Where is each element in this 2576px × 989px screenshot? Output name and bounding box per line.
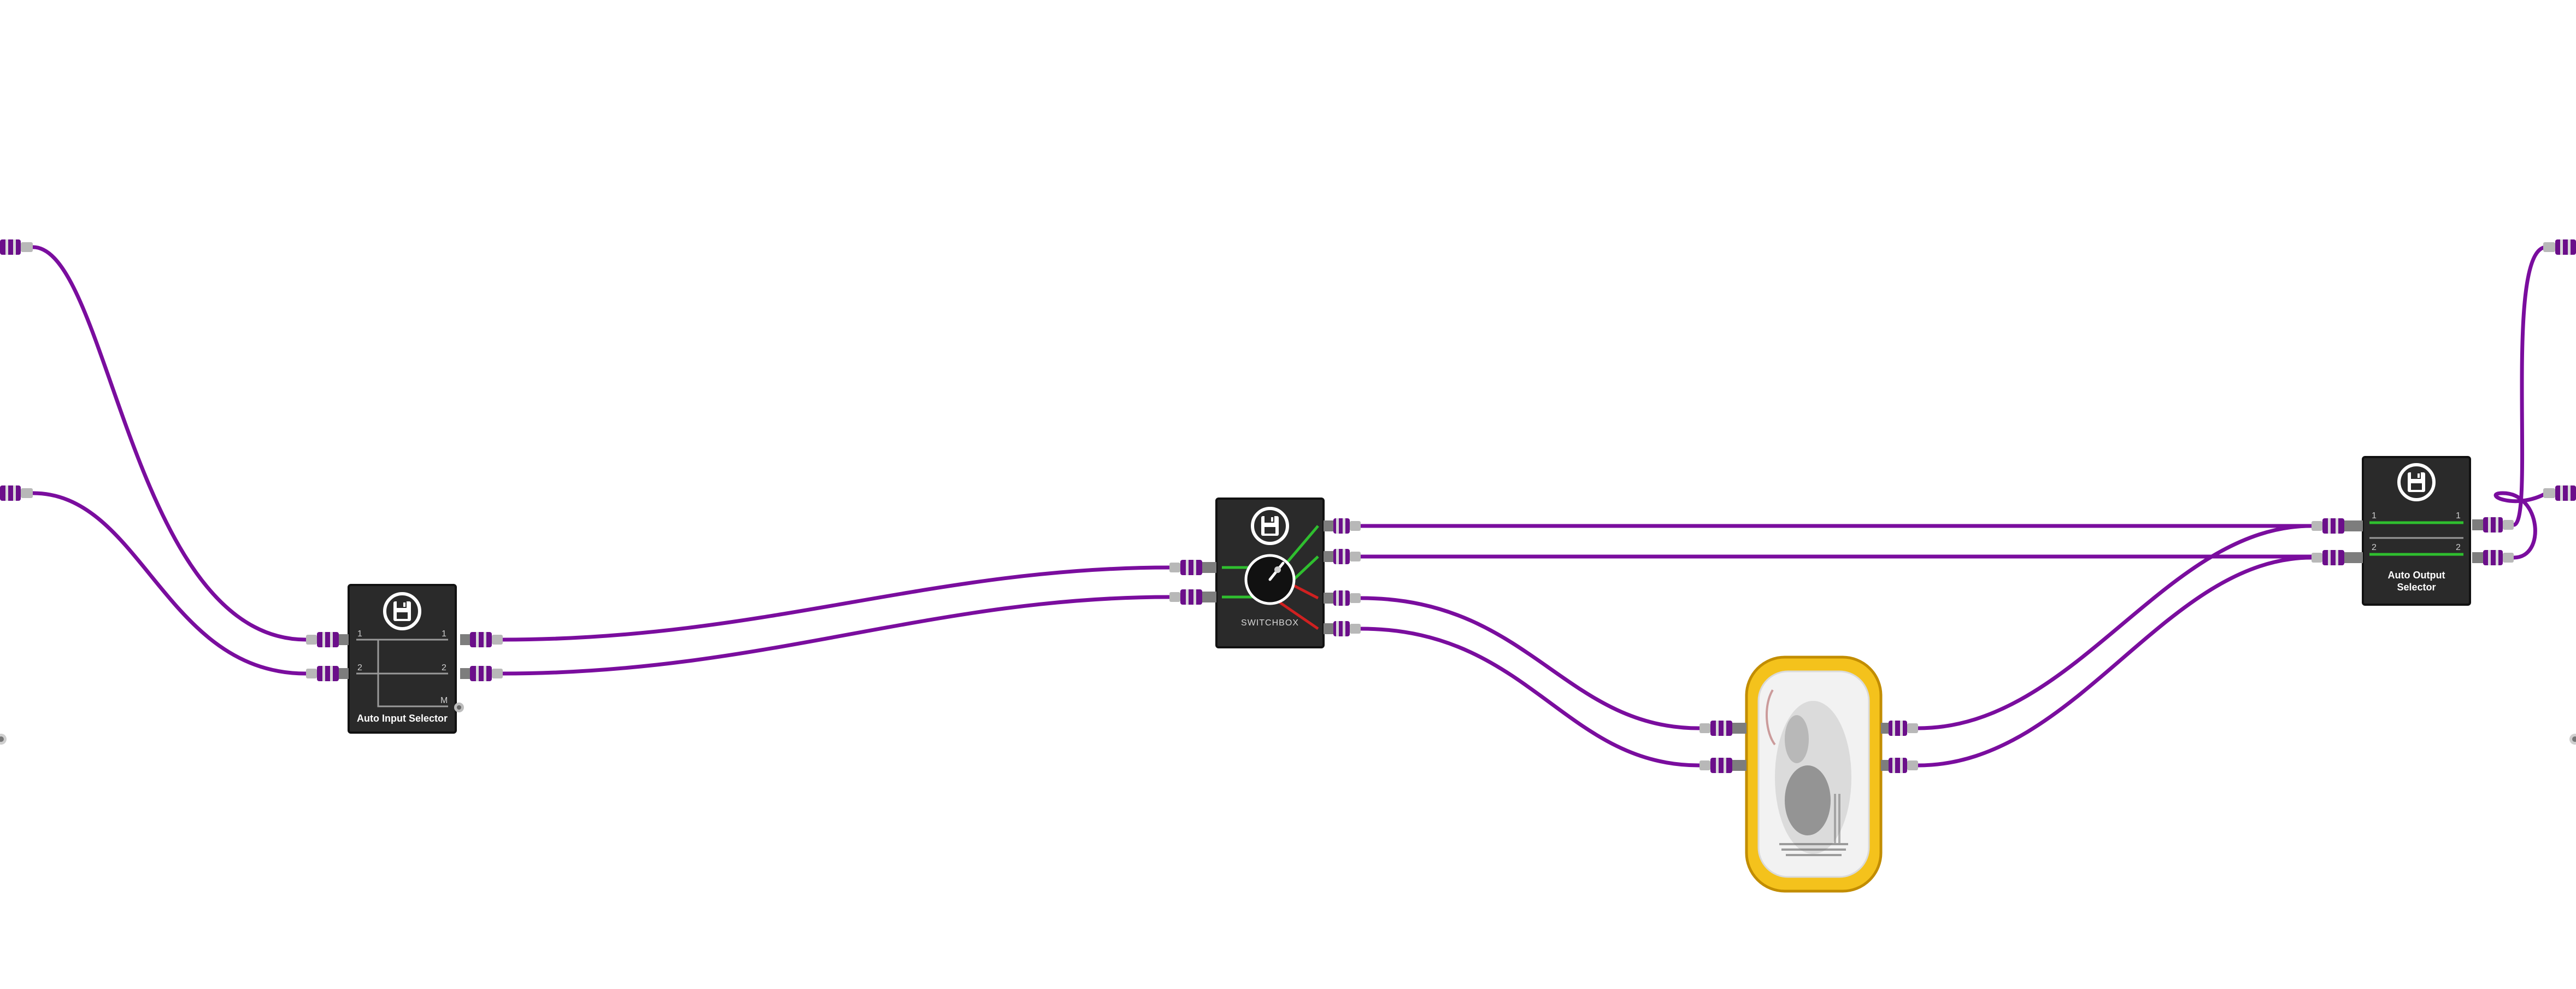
cable-left-in-1[interactable] [31, 245, 308, 642]
port-label-right-2: 2 [442, 663, 446, 672]
pedal-seal-stamp [1766, 689, 1776, 746]
input-route-line-vertical [377, 640, 448, 707]
pedal-plug-in-2[interactable] [1699, 758, 1746, 773]
cable-switch-to-pedal-2[interactable] [1358, 627, 1702, 768]
pedal-print-smudge [1785, 765, 1831, 835]
pedal-print-smudge-2 [1785, 715, 1809, 763]
pedal-plug-out-2[interactable] [1881, 758, 1918, 773]
module-title: Auto Input Selector [357, 713, 448, 724]
port-label-m: M [440, 696, 448, 705]
save-icon[interactable] [383, 592, 421, 630]
output-selector-plug-out-1[interactable] [2472, 517, 2514, 532]
cable-left-in-2[interactable] [31, 491, 308, 676]
port-label-left-2: 2 [357, 663, 362, 672]
port-label-left-1: 1 [2372, 511, 2377, 520]
input-selector-plug-out-1[interactable] [460, 632, 503, 647]
port-label-left-1: 1 [357, 629, 362, 639]
cable-pedal-to-output-2[interactable] [1916, 555, 2314, 768]
input-selector-plug-in-2[interactable] [306, 666, 349, 681]
effect-pedal[interactable] [1745, 656, 1883, 893]
cable-output-to-right-2[interactable] [2493, 491, 2549, 560]
pedal-fine-print [1779, 794, 1848, 856]
switchbox-plug-in-1[interactable] [1169, 560, 1216, 575]
save-icon[interactable] [2397, 463, 2436, 501]
port-label-right-1: 1 [2456, 511, 2461, 520]
cable-input-to-switch-1[interactable] [501, 565, 1172, 642]
cable-switch-to-pedal-1[interactable] [1358, 596, 1702, 730]
port-label-right-2: 2 [2456, 543, 2461, 552]
pedal-plug-out-1[interactable] [1881, 721, 1918, 736]
input-selector-plug-out-2[interactable] [460, 666, 503, 681]
auto-output-selector-module[interactable]: 1 2 1 2 Auto Output Selector [2362, 456, 2471, 606]
left-edge-empty-jack[interactable] [0, 734, 7, 745]
cable-pedal-to-output-1[interactable] [1916, 524, 2314, 730]
switchbox-plug-out-3[interactable] [1324, 590, 1361, 606]
left-edge-plug-2[interactable] [0, 485, 33, 501]
pedal-plug-in-1[interactable] [1699, 721, 1746, 736]
output-selector-plug-out-2[interactable] [2472, 550, 2514, 565]
switchbox-plug-in-2[interactable] [1169, 589, 1216, 605]
switchbox-plug-out-2[interactable] [1324, 549, 1361, 564]
left-edge-plug-1[interactable] [0, 239, 33, 255]
auto-input-selector-module[interactable]: 1 2 1 2 M Auto Input Selector [348, 584, 457, 734]
switchbox-plug-out-1[interactable] [1324, 518, 1361, 534]
output-selector-plug-in-1[interactable] [2312, 518, 2363, 534]
cable-layer [31, 245, 2549, 768]
right-edge-plug-1[interactable] [2543, 239, 2576, 255]
input-selector-plug-in-1[interactable] [306, 632, 349, 647]
cable-input-to-switch-2[interactable] [501, 595, 1172, 676]
switch-route-out-4 [1279, 601, 1319, 630]
input-selector-jack-m[interactable] [454, 703, 464, 712]
selector-knob-icon[interactable] [1244, 554, 1296, 605]
cable-output-to-right-1[interactable] [2512, 245, 2549, 527]
save-icon[interactable] [1251, 507, 1289, 545]
module-title-line-1: Auto Output [2388, 570, 2445, 581]
switchbox-plug-out-4[interactable] [1324, 621, 1361, 636]
module-title-line-2: Selector [2397, 582, 2436, 593]
module-title: SWITCHBOX [1241, 618, 1299, 628]
port-label-left-2: 2 [2372, 543, 2377, 552]
right-edge-plug-2[interactable] [2543, 485, 2576, 501]
port-label-right-1: 1 [442, 629, 446, 639]
switchbox-module[interactable]: SWITCHBOX [1215, 498, 1325, 648]
output-selector-plug-in-2[interactable] [2312, 550, 2363, 565]
right-edge-empty-jack[interactable] [2569, 734, 2576, 745]
